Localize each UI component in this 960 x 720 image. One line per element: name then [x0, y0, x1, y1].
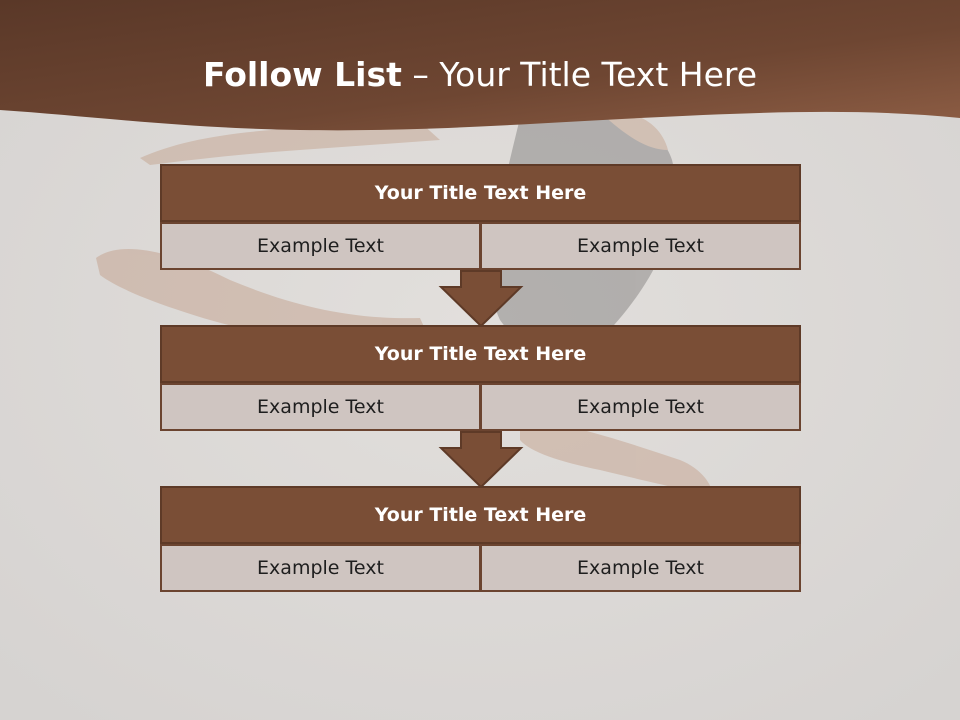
step-3-cell-left: Example Text	[160, 544, 481, 592]
step-2-cell-right: Example Text	[480, 383, 801, 431]
step-2-cell-left: Example Text	[160, 383, 481, 431]
step-1-cell-right: Example Text	[480, 222, 801, 270]
step-title-2: Your Title Text Here	[160, 325, 801, 383]
step-3-cell-right: Example Text	[480, 544, 801, 592]
step-title-3: Your Title Text Here	[160, 486, 801, 544]
down-arrow-icon	[438, 431, 524, 489]
step-title-1: Your Title Text Here	[160, 164, 801, 222]
step-1-cell-left: Example Text	[160, 222, 481, 270]
page-title: Follow List – Your Title Text Here	[0, 54, 960, 96]
down-arrow-icon	[438, 270, 524, 328]
title-rest: – Your Title Text Here	[401, 55, 758, 94]
title-bold: Follow List	[202, 55, 402, 94]
header-band	[0, 0, 960, 131]
